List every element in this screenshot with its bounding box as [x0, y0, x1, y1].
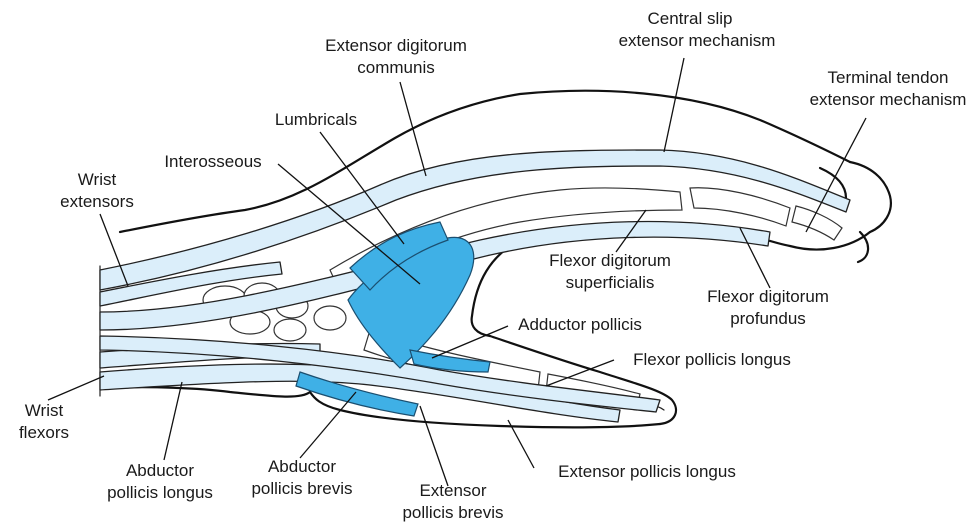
label-fds: Flexor digitorum — [549, 251, 671, 270]
label-central-slip-line2: extensor mechanism — [619, 31, 776, 50]
label-wrist-extensors-line2: extensors — [60, 192, 134, 211]
label-fdp: Flexor digitorum — [707, 287, 829, 306]
label-epb: Extensor — [419, 481, 486, 500]
label-terminal-tendon-line2: extensor mechanism — [810, 90, 967, 109]
label-interosseous: Interosseous — [164, 152, 261, 171]
label-wrist-flexors-line2: flexors — [19, 423, 69, 442]
label-lumbricals: Lumbricals — [275, 110, 357, 129]
label-apl-line2: pollicis longus — [107, 483, 213, 502]
label-apb-line2: pollicis brevis — [251, 479, 352, 498]
label-fpl: Flexor pollicis longus — [633, 350, 791, 369]
label-fdp-line2: profundus — [730, 309, 806, 328]
label-edc-line2: communis — [357, 58, 434, 77]
label-apl: Abductor — [126, 461, 194, 480]
label-fds-line2: superficialis — [566, 273, 655, 292]
label-wrist-extensors: Wrist — [78, 170, 117, 189]
label-wrist-flexors: Wrist — [25, 401, 64, 420]
label-central-slip: Central slip — [647, 9, 732, 28]
label-epb-line2: pollicis brevis — [402, 503, 503, 522]
label-terminal-tendon: Terminal tendon — [828, 68, 949, 87]
label-epl: Extensor pollicis longus — [558, 462, 736, 481]
label-adductor-pollicis: Adductor pollicis — [518, 315, 642, 334]
label-apb: Abductor — [268, 457, 336, 476]
label-edc: Extensor digitorum — [325, 36, 467, 55]
tendons — [100, 150, 850, 422]
